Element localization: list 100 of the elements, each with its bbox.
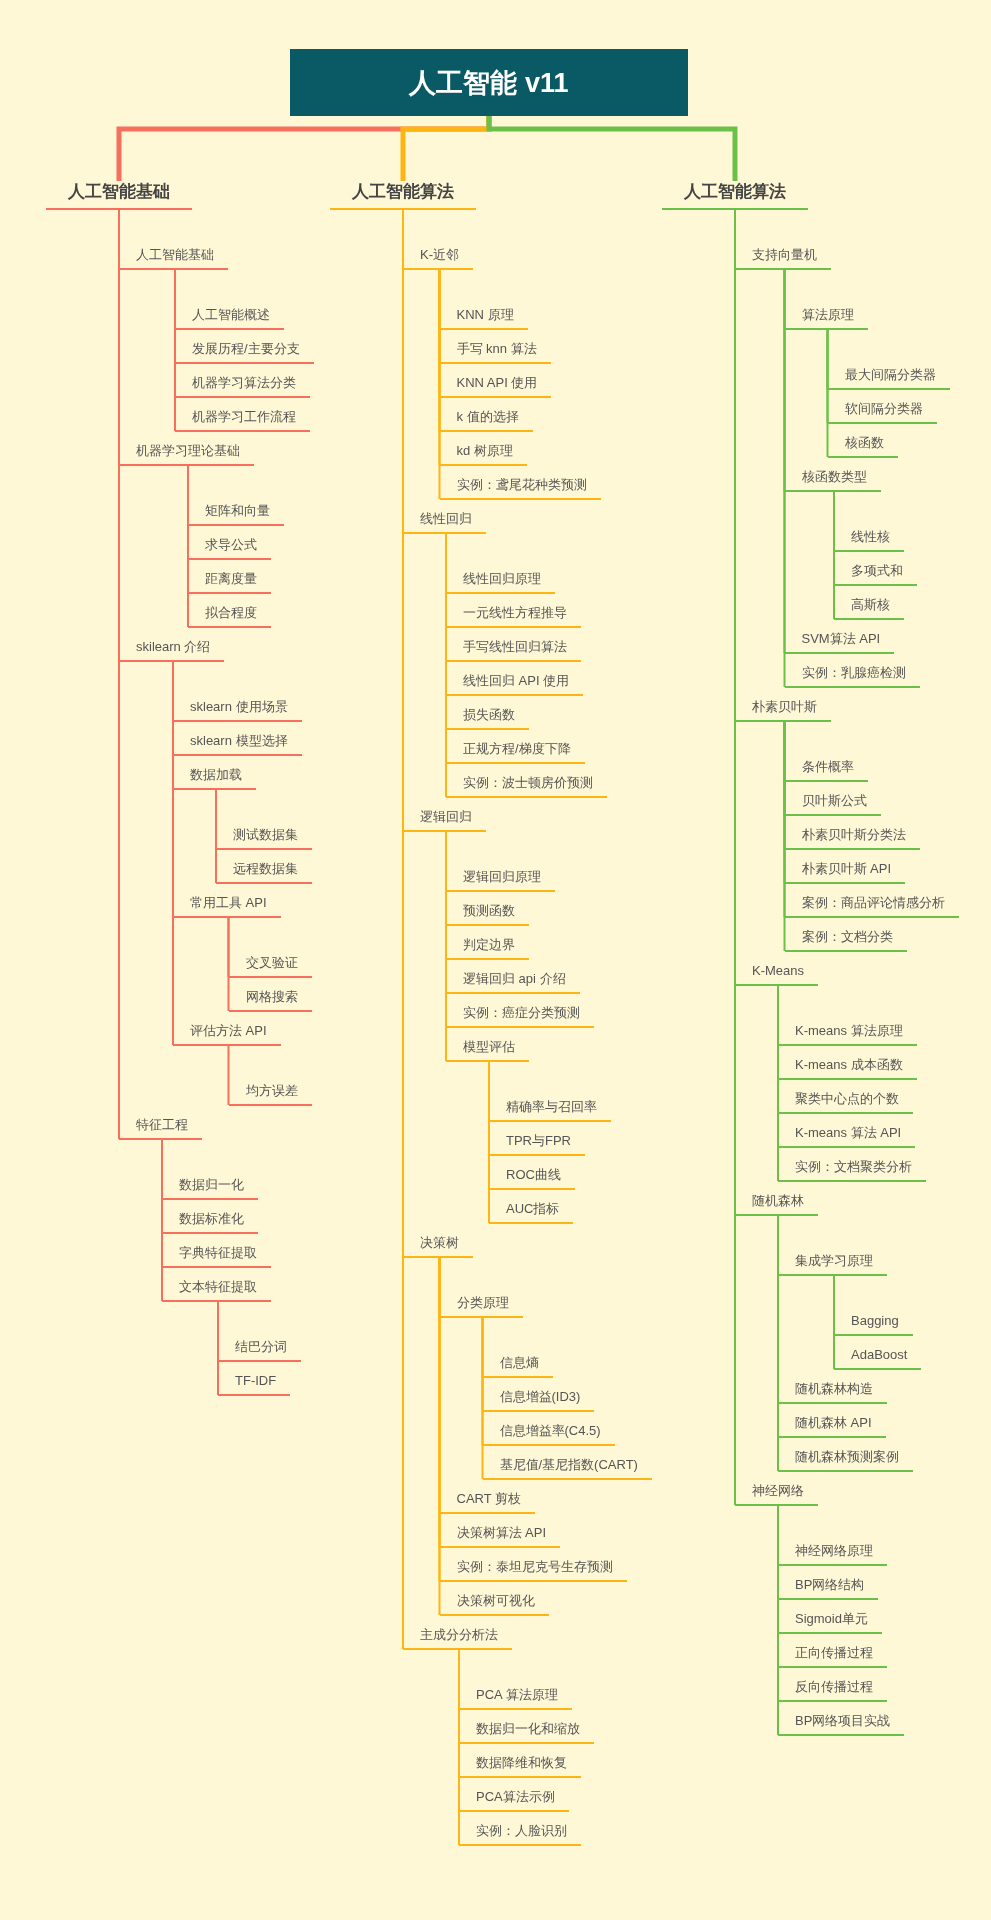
main-branch-line (486, 116, 738, 181)
topic-label: 数据降维和恢复 (459, 1755, 581, 1778)
topic-label: 实例：波士顿房价预测 (446, 775, 607, 798)
topic-label: 神经网络 (735, 1483, 818, 1506)
topic-label: K-近邻 (403, 247, 473, 270)
topic-label: 条件概率 (784, 759, 868, 782)
topic-label: CART 剪枝 (439, 1491, 536, 1514)
topic-label: 软间隔分类器 (827, 401, 937, 424)
branch-line (227, 1044, 230, 1106)
topic-label: BP网络结构 (778, 1577, 879, 1600)
topic-label: TPR与FPR (489, 1133, 585, 1156)
topic-label: 机器学习算法分类 (175, 375, 310, 398)
topic-label: 文本特征提取 (162, 1279, 271, 1302)
topic-label: 实例：人脸识别 (459, 1823, 581, 1846)
topic-label: 信息熵 (482, 1355, 553, 1378)
topic-label: 核函数 (827, 435, 898, 458)
branch-line (488, 1060, 490, 1224)
topic-label: 聚类中心点的个数 (778, 1091, 913, 1114)
topic-label: 高斯核 (834, 597, 904, 620)
topic-label: 实例：鸢尾花种类预测 (439, 477, 601, 500)
branch-line (833, 490, 835, 620)
branch-heading: 人工智能算法 (330, 181, 476, 211)
topic-label: 核函数类型 (784, 469, 881, 492)
topic-label: 朴素贝叶斯 (735, 699, 831, 722)
branch-line (481, 1316, 484, 1480)
topic-label: 主成分分析法 (403, 1627, 512, 1650)
branch-line (187, 464, 189, 628)
topic-label: 信息增益率(C4.5) (482, 1423, 615, 1446)
topic-label: K-Means (735, 963, 819, 986)
topic-label: 朴素贝叶斯 API (784, 861, 906, 884)
topic-label: 一元线性方程推导 (446, 605, 581, 628)
topic-label: 特征工程 (119, 1117, 202, 1140)
topic-label: 人工智能概述 (175, 307, 284, 330)
topic-label: k 值的选择 (439, 409, 533, 432)
topic-label: 集成学习原理 (778, 1253, 887, 1276)
topic-label: 评估方法 API (173, 1023, 281, 1046)
topic-label: 随机森林 API (778, 1415, 886, 1438)
topic-label: sklearn 使用场景 (173, 699, 302, 722)
topic-label: 损失函数 (446, 707, 529, 730)
topic-label: 神经网络原理 (778, 1543, 887, 1566)
topic-label: SVM算法 API (784, 631, 895, 654)
topic-label: 决策树 (403, 1235, 473, 1258)
topic-label: 案例：商品评论情感分析 (784, 895, 959, 918)
topic-label: 测试数据集 (216, 827, 312, 850)
topic-label: 精确率与召回率 (489, 1099, 611, 1122)
topic-label: 数据加载 (173, 767, 256, 790)
topic-label: 随机森林 (735, 1193, 818, 1216)
topic-label: KNN 原理 (439, 307, 528, 330)
topic-label: AdaBoost (834, 1347, 922, 1370)
topic-label: 朴素贝叶斯分类法 (784, 827, 920, 850)
topic-label: 距离度量 (188, 571, 271, 594)
topic-label: 正规方程/梯度下降 (446, 741, 585, 764)
topic-label: 发展历程/主要分支 (175, 341, 314, 364)
topic-label: 交叉验证 (228, 955, 312, 978)
topic-label: 实例：文档聚类分析 (778, 1159, 926, 1182)
topic-label: 均方误差 (228, 1083, 312, 1106)
topic-label: BP网络项目实战 (778, 1713, 905, 1736)
topic-label: 实例：泰坦尼克号生存预测 (439, 1559, 627, 1582)
topic-label: 最大间隔分类器 (827, 367, 950, 390)
topic-label: 逻辑回归 api 介绍 (446, 971, 580, 994)
topic-label: K-means 算法原理 (778, 1023, 917, 1046)
topic-label: 拟合程度 (188, 605, 271, 628)
branch-line (215, 788, 217, 884)
topic-label: 线性核 (834, 529, 904, 552)
topic-label: 决策树算法 API (439, 1525, 561, 1548)
branch-line (227, 916, 230, 1012)
topic-label: 手写线性回归算法 (446, 639, 581, 662)
topic-label: skilearn 介绍 (119, 639, 225, 662)
topic-label: kd 树原理 (439, 443, 527, 466)
topic-label: 反向传播过程 (778, 1679, 887, 1702)
topic-label: PCA 算法原理 (459, 1687, 572, 1710)
topic-label: KNN API 使用 (439, 375, 552, 398)
topic-label: TF-IDF (218, 1373, 291, 1396)
topic-label: 求导公式 (188, 537, 271, 560)
topic-label: 分类原理 (439, 1295, 523, 1318)
topic-label: AUC指标 (489, 1201, 574, 1224)
topic-label: 实例：乳腺癌检测 (784, 665, 920, 688)
topic-label: 线性回归 API 使用 (446, 673, 584, 696)
topic-label: 矩阵和向量 (188, 503, 284, 526)
topic-label: 贝叶斯公式 (784, 793, 881, 816)
topic-label: 网格搜索 (228, 989, 312, 1012)
topic-label: 预测函数 (446, 903, 529, 926)
topic-label: 多项式和 (834, 563, 917, 586)
topic-label: Sigmoid单元 (778, 1611, 882, 1634)
branch-line (826, 328, 829, 458)
branch-line (161, 1138, 163, 1302)
topic-label: 线性回归 (403, 511, 486, 534)
root-topic-box: 人工智能 v11 (290, 49, 688, 116)
topic-label: K-means 算法 API (778, 1125, 916, 1148)
topic-label: 机器学习工作流程 (175, 409, 310, 432)
branch-heading: 人工智能基础 (46, 181, 192, 211)
topic-label: 机器学习理论基础 (119, 443, 254, 466)
topic-label: ROC曲线 (489, 1167, 575, 1190)
topic-label: 结巴分词 (218, 1339, 301, 1362)
topic-label: 判定边界 (446, 937, 529, 960)
topic-label: 决策树可视化 (439, 1593, 549, 1616)
topic-label: 数据归一化 (162, 1177, 258, 1200)
topic-label: 逻辑回归 (403, 809, 486, 832)
topic-label: 正向传播过程 (778, 1645, 887, 1668)
branch-line (833, 1274, 835, 1370)
